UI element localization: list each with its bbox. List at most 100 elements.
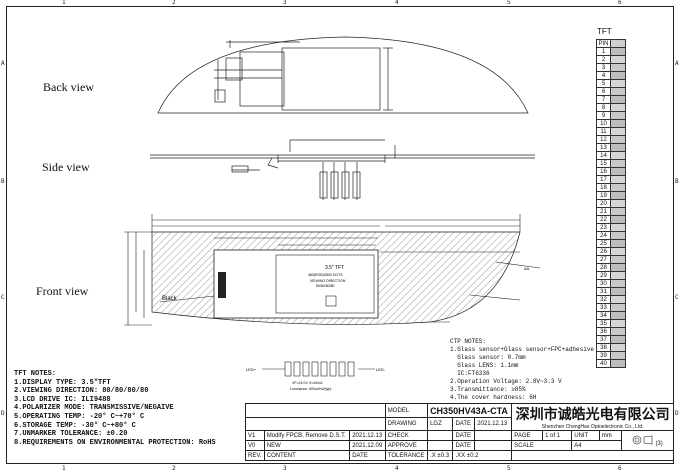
pin-number: 13 bbox=[596, 143, 611, 152]
tft-notes-title: TFT NOTES: bbox=[14, 370, 57, 378]
led-minus-label: LED- bbox=[376, 367, 386, 372]
pin-number: 9 bbox=[596, 111, 611, 120]
check-label: CHECK bbox=[384, 430, 429, 441]
pin-number: 5 bbox=[596, 79, 611, 88]
model-label: MODEL bbox=[384, 402, 429, 419]
pin-signal-redacted bbox=[610, 87, 626, 96]
pin-signal-redacted bbox=[610, 287, 626, 296]
border-row-A-right: A bbox=[675, 60, 679, 67]
tft-viewing-values: 80/80/80/80 bbox=[316, 284, 335, 288]
pin-number: 14 bbox=[596, 151, 611, 160]
content-header: CONTENT bbox=[263, 450, 351, 461]
page-value: 1 of 1 bbox=[542, 430, 573, 441]
pin-signal-redacted bbox=[610, 255, 626, 264]
led-spec: VF=24.0V, If=40mA bbox=[292, 381, 323, 385]
pin-number: 25 bbox=[596, 239, 611, 248]
pin-number: 24 bbox=[596, 231, 611, 240]
tft-viewing: VIEWING DIRECTION bbox=[310, 279, 346, 283]
pin-number: 1 bbox=[596, 47, 611, 56]
tft-note-item: 4.POLARIZER MODE: TRANSMISSIVE/NEGAIVE bbox=[14, 404, 174, 413]
tft-note-item: 7.UNMARKER TOLERANCE: ±0.20 bbox=[14, 430, 128, 439]
border-col-4-top: 4 bbox=[395, 0, 399, 6]
drawer-value: LGZ bbox=[427, 417, 454, 431]
pin-table-title: TFT bbox=[597, 27, 612, 36]
ctp-notes: CTP NOTES: 1.Glass sensor+Glass sensor+F… bbox=[450, 338, 594, 402]
pin-number: 33 bbox=[596, 303, 611, 312]
pin-header: PIN bbox=[596, 39, 611, 48]
pin-row: 30 bbox=[596, 279, 626, 288]
border-row-B-right: B bbox=[675, 178, 679, 185]
title-block: MODEL CH350HV43A-CTA 深圳市诚皓光电有限公司 Shenzhe… bbox=[245, 402, 675, 461]
pin-signal-redacted bbox=[610, 47, 626, 56]
drawing-frame bbox=[6, 6, 674, 464]
pin-number: 29 bbox=[596, 271, 611, 280]
pin-header-blur bbox=[610, 39, 626, 48]
pin-row: 24 bbox=[596, 231, 626, 240]
paper-size: A4 bbox=[571, 440, 622, 451]
pin-number: 3 bbox=[596, 63, 611, 72]
side-view bbox=[150, 139, 535, 200]
border-row-D-left: D bbox=[1, 410, 5, 417]
pin-row: 29 bbox=[596, 271, 626, 280]
back-view bbox=[157, 36, 529, 114]
approve-date-label: DATE bbox=[452, 440, 476, 451]
check-date-label: DATE bbox=[452, 430, 476, 441]
front-view-label: Front view bbox=[36, 284, 89, 298]
tft-note-item: 6.STORAGE TEMP: -30° C~+80° C bbox=[14, 421, 136, 430]
border-col-6-top: 6 bbox=[618, 0, 622, 6]
pin-row: 18 bbox=[596, 183, 626, 192]
rev-v0-content: NEW bbox=[263, 440, 351, 451]
pin-signal-redacted bbox=[610, 215, 626, 224]
pin-row: 9 bbox=[596, 111, 626, 120]
pin-row: 15 bbox=[596, 159, 626, 168]
pin-number: 15 bbox=[596, 159, 611, 168]
pin-row: 36 bbox=[596, 327, 626, 336]
pin-signal-redacted bbox=[610, 151, 626, 160]
rev-v0: V0 bbox=[245, 440, 265, 451]
led-luminance: Luminance: 500cd/m2(typ) bbox=[290, 387, 331, 391]
tft-note-item: 2.VIEWING DIRECTION: 80/80/80/80 bbox=[14, 387, 149, 396]
pin-row: 37 bbox=[596, 335, 626, 344]
pin-signal-redacted bbox=[610, 175, 626, 184]
tft-resolution: 480(RGB)X800 DOTS bbox=[308, 273, 343, 277]
border-col-2-bottom: 2 bbox=[172, 465, 176, 472]
pin-signal-redacted bbox=[610, 319, 626, 328]
pin-number: 4 bbox=[596, 71, 611, 80]
projection-symbol-icon bbox=[632, 435, 653, 444]
pin-number: 32 bbox=[596, 295, 611, 304]
pin-signal-redacted bbox=[610, 111, 626, 120]
border-col-3-bottom: 3 bbox=[283, 465, 287, 472]
pin-number: 34 bbox=[596, 311, 611, 320]
pin-row: 1 bbox=[596, 47, 626, 56]
pin-number: 39 bbox=[596, 351, 611, 360]
pin-signal-redacted bbox=[610, 359, 626, 368]
pin-number: 19 bbox=[596, 191, 611, 200]
pin-number: 23 bbox=[596, 223, 611, 232]
pin-signal-redacted bbox=[610, 279, 626, 288]
pin-signal-redacted bbox=[610, 199, 626, 208]
pin-row: 38 bbox=[596, 343, 626, 352]
pin-number: 30 bbox=[596, 279, 611, 288]
ctp-note-item: 4.The cover hardness: 6H bbox=[450, 394, 537, 401]
pin-signal-redacted bbox=[610, 191, 626, 200]
projection-label: (3) bbox=[655, 440, 663, 447]
pin-signal-redacted bbox=[610, 247, 626, 256]
border-col-5-top: 5 bbox=[507, 0, 511, 6]
rev-v0-date: 2021.12.09 bbox=[349, 440, 386, 451]
pin-number: 8 bbox=[596, 103, 611, 112]
pin-signal-redacted bbox=[610, 271, 626, 280]
pin-signal-redacted bbox=[610, 95, 626, 104]
scale-label: SCALE bbox=[511, 440, 573, 451]
pin-number: 20 bbox=[596, 199, 611, 208]
pin-row: 40 bbox=[596, 359, 626, 368]
pin-number: 11 bbox=[596, 127, 611, 136]
border-row-D-right: D bbox=[675, 410, 679, 417]
pin-number: 27 bbox=[596, 255, 611, 264]
pin-row: 22 bbox=[596, 215, 626, 224]
pin-row: 21 bbox=[596, 207, 626, 216]
page-label: PAGE bbox=[511, 430, 544, 441]
ctp-note-item: 2.Operation Voltage: 2.8V~3.3 V bbox=[450, 378, 562, 385]
pin-signal-redacted bbox=[610, 143, 626, 152]
pin-row: 27 bbox=[596, 255, 626, 264]
